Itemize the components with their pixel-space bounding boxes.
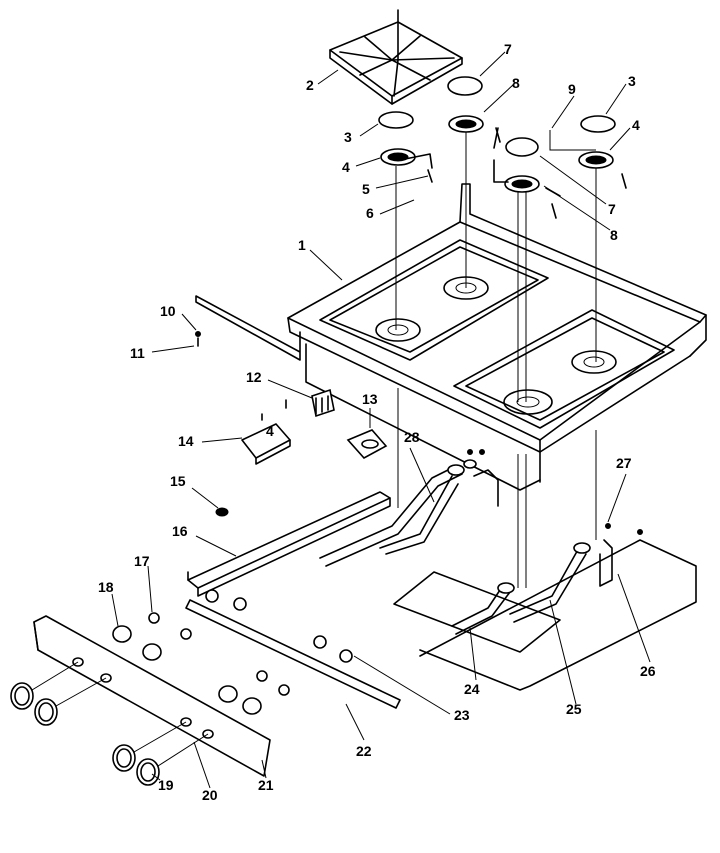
callout-16: 16 bbox=[172, 523, 188, 539]
callout-4-right: 4 bbox=[632, 117, 640, 133]
callout-27: 27 bbox=[616, 455, 632, 471]
callout-14: 14 bbox=[178, 433, 194, 449]
callout-28: 28 bbox=[404, 429, 420, 445]
callout-11: 11 bbox=[130, 345, 145, 361]
callout-22: 22 bbox=[356, 743, 372, 759]
callout-3-left: 3 bbox=[344, 129, 352, 145]
callout-1: 1 bbox=[298, 237, 306, 253]
callout-2: 2 bbox=[306, 77, 314, 93]
callout-8-right: 8 bbox=[610, 227, 618, 243]
callout-5: 5 bbox=[362, 181, 370, 197]
leader-lines bbox=[111, 51, 651, 789]
callout-25: 25 bbox=[566, 701, 582, 717]
callout-8-top: 8 bbox=[512, 75, 520, 91]
callout-15: 15 bbox=[170, 473, 186, 489]
callout-6: 6 bbox=[366, 205, 374, 221]
burner-caps-and-heads bbox=[378, 76, 627, 402]
burner-grate bbox=[329, 9, 463, 105]
callout-20: 20 bbox=[202, 787, 218, 803]
callout-23: 23 bbox=[454, 707, 470, 723]
callout-4-left: 4 bbox=[342, 159, 350, 175]
callout-labels: 1 2 3 3 4 4 4 5 6 7 7 8 8 9 10 11 12 13 … bbox=[98, 41, 656, 803]
callout-24: 24 bbox=[464, 681, 480, 697]
main-top bbox=[195, 183, 707, 491]
callout-12: 12 bbox=[246, 369, 262, 385]
callout-3-right: 3 bbox=[628, 73, 636, 89]
callout-21: 21 bbox=[258, 777, 274, 793]
callout-13: 13 bbox=[362, 391, 378, 407]
callout-10: 10 bbox=[160, 303, 176, 319]
callout-7-right: 7 bbox=[608, 201, 616, 217]
callout-18: 18 bbox=[98, 579, 114, 595]
callout-4-bracket: 4 bbox=[266, 423, 274, 439]
side-hardware bbox=[195, 331, 388, 517]
callout-9: 9 bbox=[568, 81, 576, 97]
callout-19: 19 bbox=[158, 777, 174, 793]
control-panel-and-knobs bbox=[10, 612, 290, 786]
manifold-valves-tubes bbox=[185, 388, 697, 709]
callout-26: 26 bbox=[640, 663, 656, 679]
callout-7-top: 7 bbox=[504, 41, 512, 57]
callout-17: 17 bbox=[134, 553, 150, 569]
